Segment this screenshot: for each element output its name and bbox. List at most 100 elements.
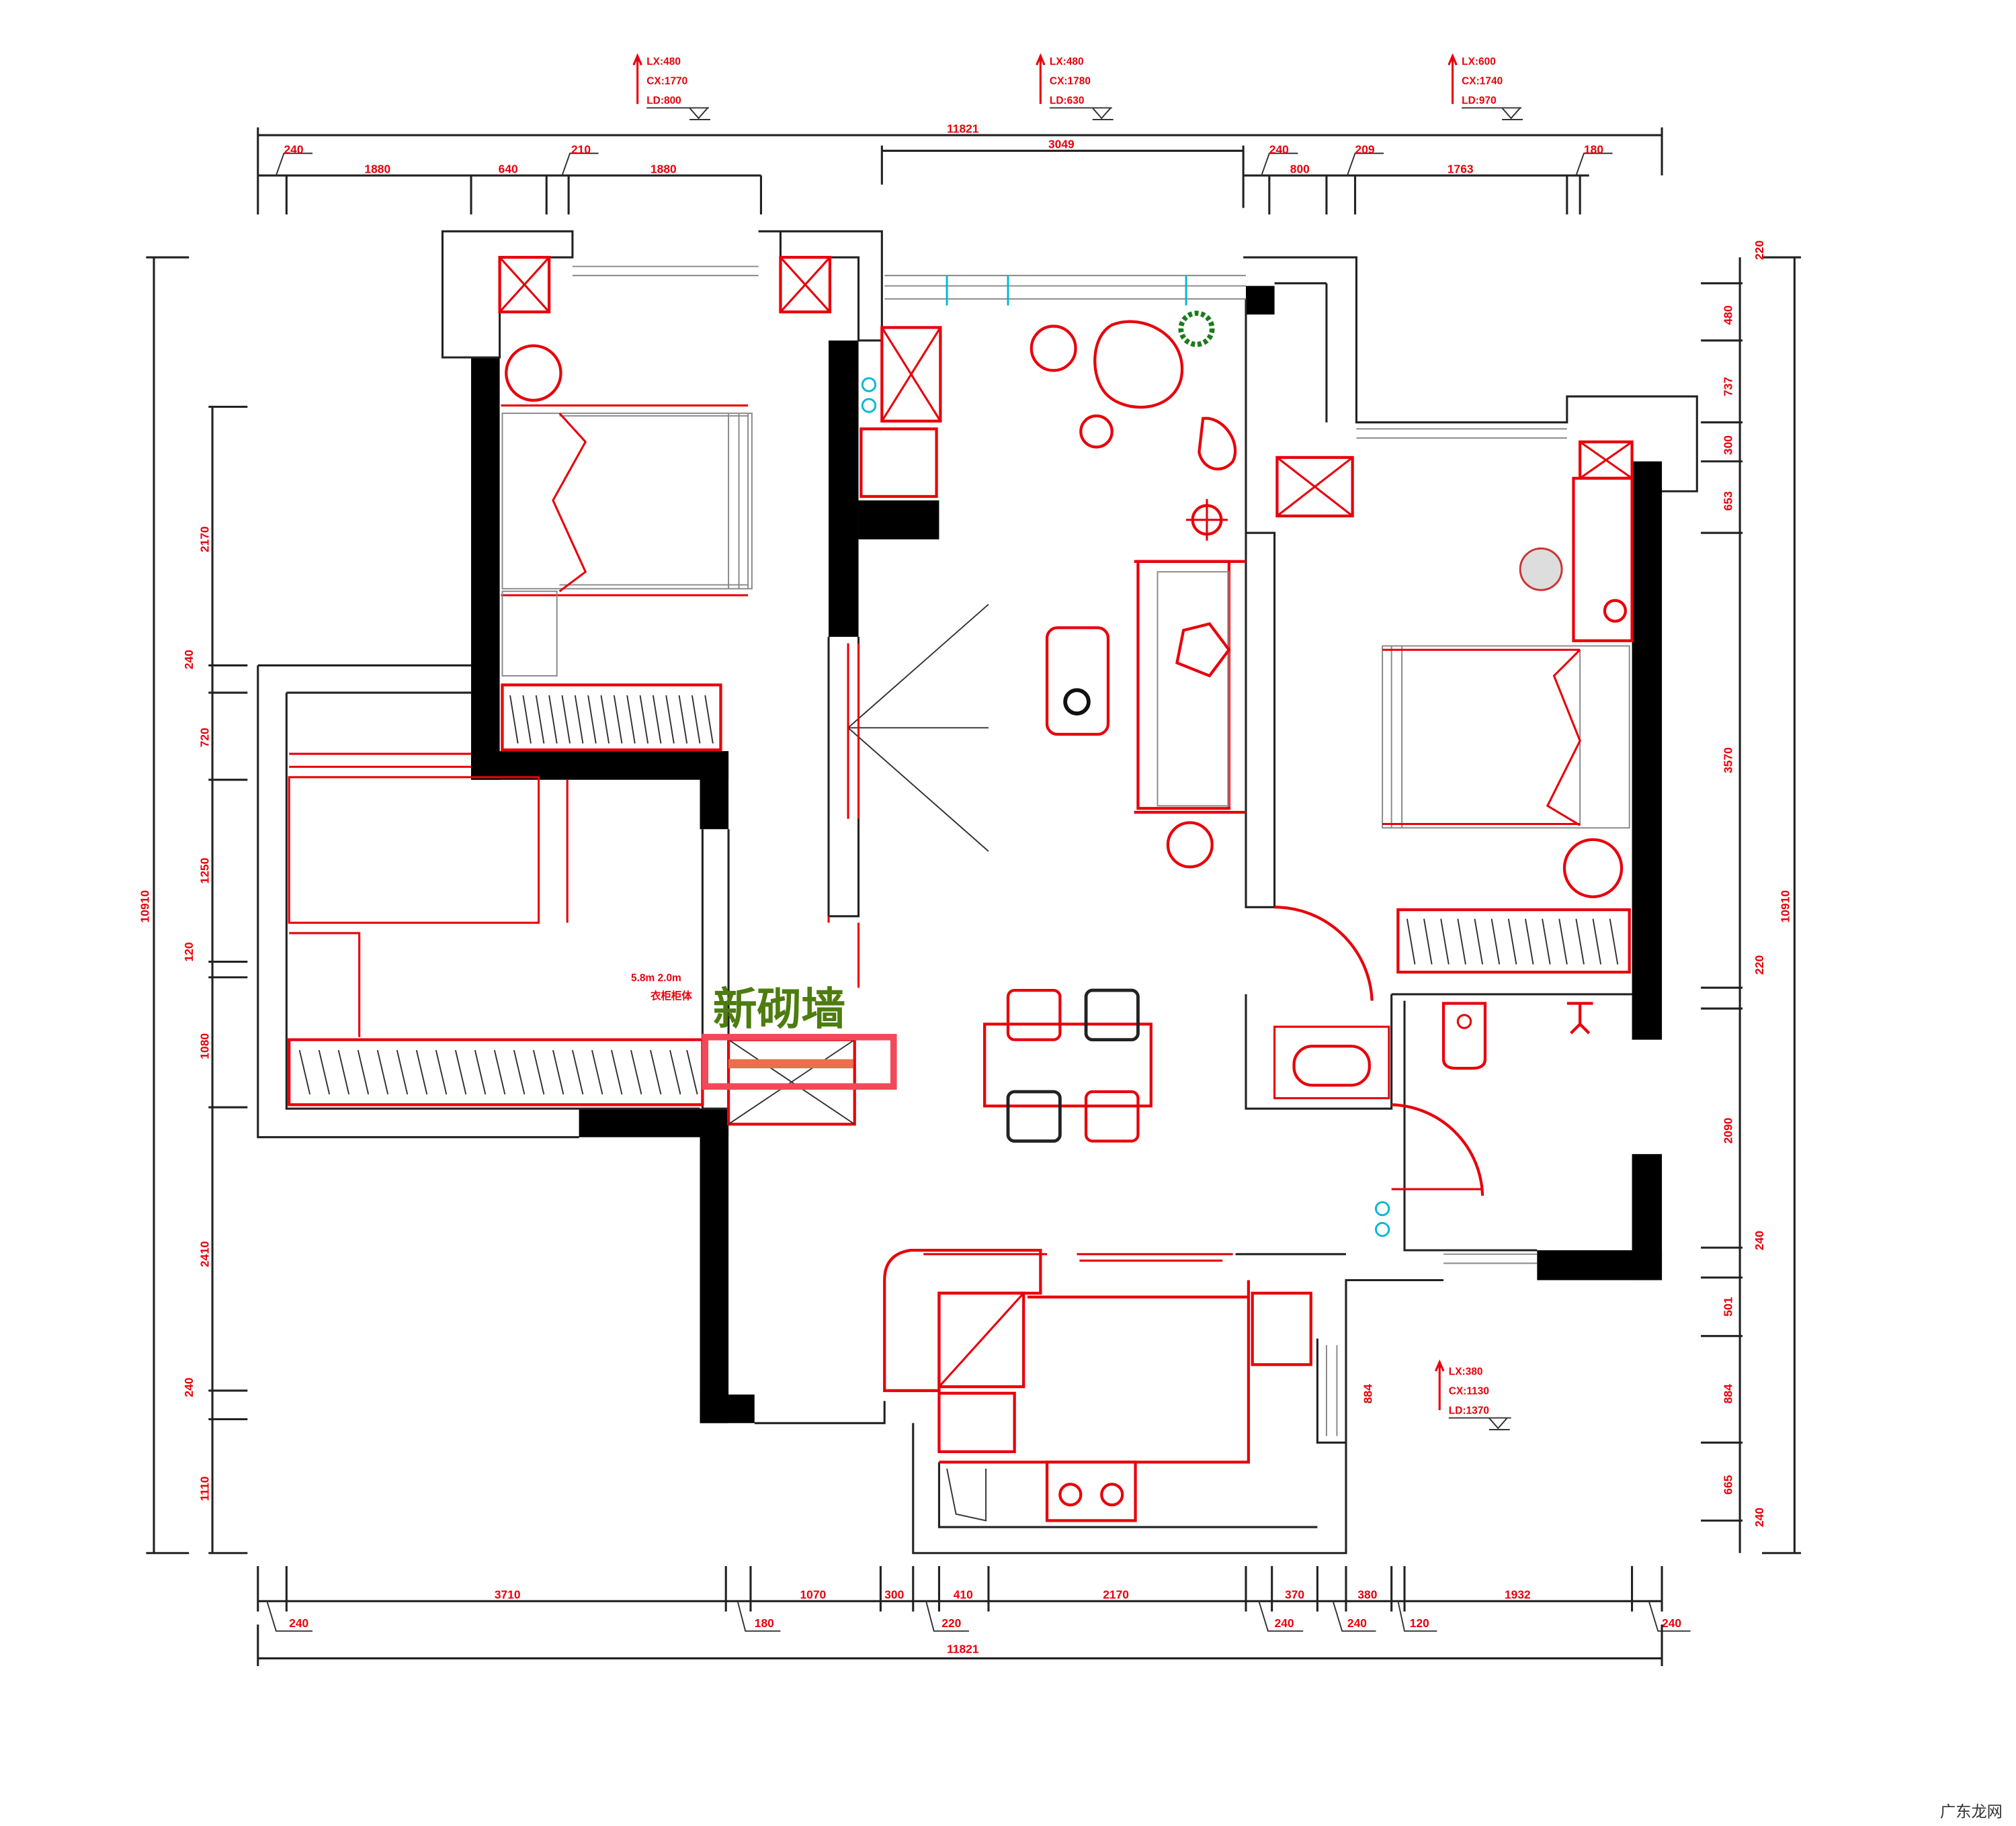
dim-label: 240 [1269,142,1289,156]
window-tag: LX:380 CX:1130 LD:1370 [1435,1359,1511,1430]
rug-icon [1519,547,1563,591]
dim-right-total: 10910 [1779,890,1792,922]
dim-label: 640 [499,162,518,175]
dim-label: 120 [182,942,196,961]
dim-label: 240 [1753,1231,1766,1250]
wardrobe [288,1038,704,1106]
dim-label: 240 [1347,1616,1367,1630]
sofa [1134,560,1247,869]
dim-label: 1763 [1447,162,1474,175]
dim-label: 240 [1753,1508,1766,1527]
dim-label: 1932 [1505,1588,1531,1601]
window-tag-lx: LX:480 [1050,56,1084,68]
top-dimensions: 11821 3049 240 1880 640 210 1880 240 800… [257,122,1663,215]
dim-label: 2170 [198,526,211,552]
dim-label: 240 [284,142,303,156]
window-tag-cx: CX:1780 [1050,76,1091,87]
window-tag: LX:480 CX:1780 LD:630 [1036,53,1114,120]
bathroom [1273,1002,1593,1237]
new-wall-label: 新砌墙 [713,982,845,1035]
dim-label: 800 [1290,162,1310,175]
round-table [505,344,562,402]
dim-label: 410 [954,1588,973,1601]
dim-label: 370 [1285,1588,1304,1601]
dim-label: 737 [1722,377,1735,396]
watermark: 广东龙网 [1940,1802,2003,1821]
bottom-dimensions: 3710 1070 300 410 2170 370 380 1932 240 … [257,1566,1691,1667]
dim-label: 665 [1722,1475,1735,1494]
walls [471,286,1663,1424]
window-tag-ld: LD:800 [646,95,681,107]
window-tag-ld: LD:970 [1462,95,1497,107]
dim-label: 240 [182,1378,196,1397]
dim-label: 300 [1722,435,1735,455]
cabinet-note: 衣柜柜体 [650,990,692,1002]
dim-left-total: 10910 [138,890,151,922]
dim-label: 210 [571,142,591,156]
washbasin [1292,1045,1371,1087]
dim-label: 220 [1753,955,1766,975]
dim-label: 240 [1275,1616,1294,1630]
dim-kitchen-window: 884 [1361,1384,1375,1403]
window-tag-lx: LX:380 [1449,1366,1483,1378]
dim-label: 220 [1753,241,1766,260]
living-room [827,310,1374,1143]
window-tag-lx: LX:480 [646,56,681,68]
dim-label: 220 [941,1616,961,1630]
dim-label: 1080 [198,1033,211,1059]
dim-label: 480 [1722,306,1735,325]
window-tag: LX:480 CX:1770 LD:800 [632,53,710,120]
master-bedroom [1275,440,1634,974]
stool [1030,324,1077,372]
dim-top-total: 11821 [947,122,979,135]
window-tag-ld: LD:1370 [1449,1405,1489,1417]
toilet [1441,1002,1487,1070]
dim-label: 180 [755,1616,774,1630]
dim-label: 1250 [198,858,211,884]
bed [501,404,753,677]
cabinet-note: 5.8m 2.0m [631,973,681,984]
lounge-chair [1093,320,1184,409]
wardrobe [1396,908,1631,974]
window-tag-cx: CX:1130 [1449,1386,1489,1397]
window-tag-cx: CX:1740 [1462,76,1503,87]
dim-label: 884 [1722,1384,1735,1403]
dim-label: 120 [1410,1616,1429,1630]
new-wall: 新砌墙 [702,982,897,1126]
dining-table [983,988,1152,1143]
dim-label: 209 [1355,142,1375,156]
dim-label: 1880 [364,162,390,175]
new-wall-bar [728,1059,853,1069]
window-tag-lx: LX:600 [1462,56,1496,68]
bed [1382,645,1630,829]
dim-bottom-total: 11821 [947,1643,979,1656]
wall-outlines: 884 [257,230,1698,1555]
plant-icon [1178,310,1215,347]
wardrobe [501,683,722,752]
coffee-table [1045,626,1110,736]
dim-label: 653 [1722,491,1735,511]
sink [1251,1291,1312,1366]
window-tag-cx: CX:1770 [646,76,687,87]
window-tag-ld: LD:630 [1050,95,1085,107]
dim-label: 1880 [650,162,677,175]
dim-label: 240 [1662,1616,1681,1630]
right-dimensions: 10910 220 480 737 300 653 3570 220 2090 … [1701,241,1802,1555]
dim-label: 1070 [800,1588,826,1601]
dim-label: 300 [884,1588,904,1601]
bedroom-2: 5.8m 2.0m 衣柜柜体 [288,752,704,1106]
new-wall-highlight [702,1033,897,1090]
dim-label: 180 [1584,142,1603,156]
stove [1045,1461,1137,1522]
dim-label: 240 [289,1616,308,1630]
dim-label: 380 [1357,1588,1377,1601]
dim-label: 240 [182,650,196,669]
left-dimensions: 10910 2170 240 720 1250 120 1080 2410 24… [138,256,248,1555]
window-tag: LX:600 CX:1740 LD:970 [1447,53,1523,120]
dim-top-mid: 3049 [1048,138,1075,151]
dim-label: 2170 [1103,1588,1129,1601]
dim-label: 3570 [1722,747,1735,773]
bedroom-1 [498,255,832,752]
kitchen [883,1248,1312,1522]
